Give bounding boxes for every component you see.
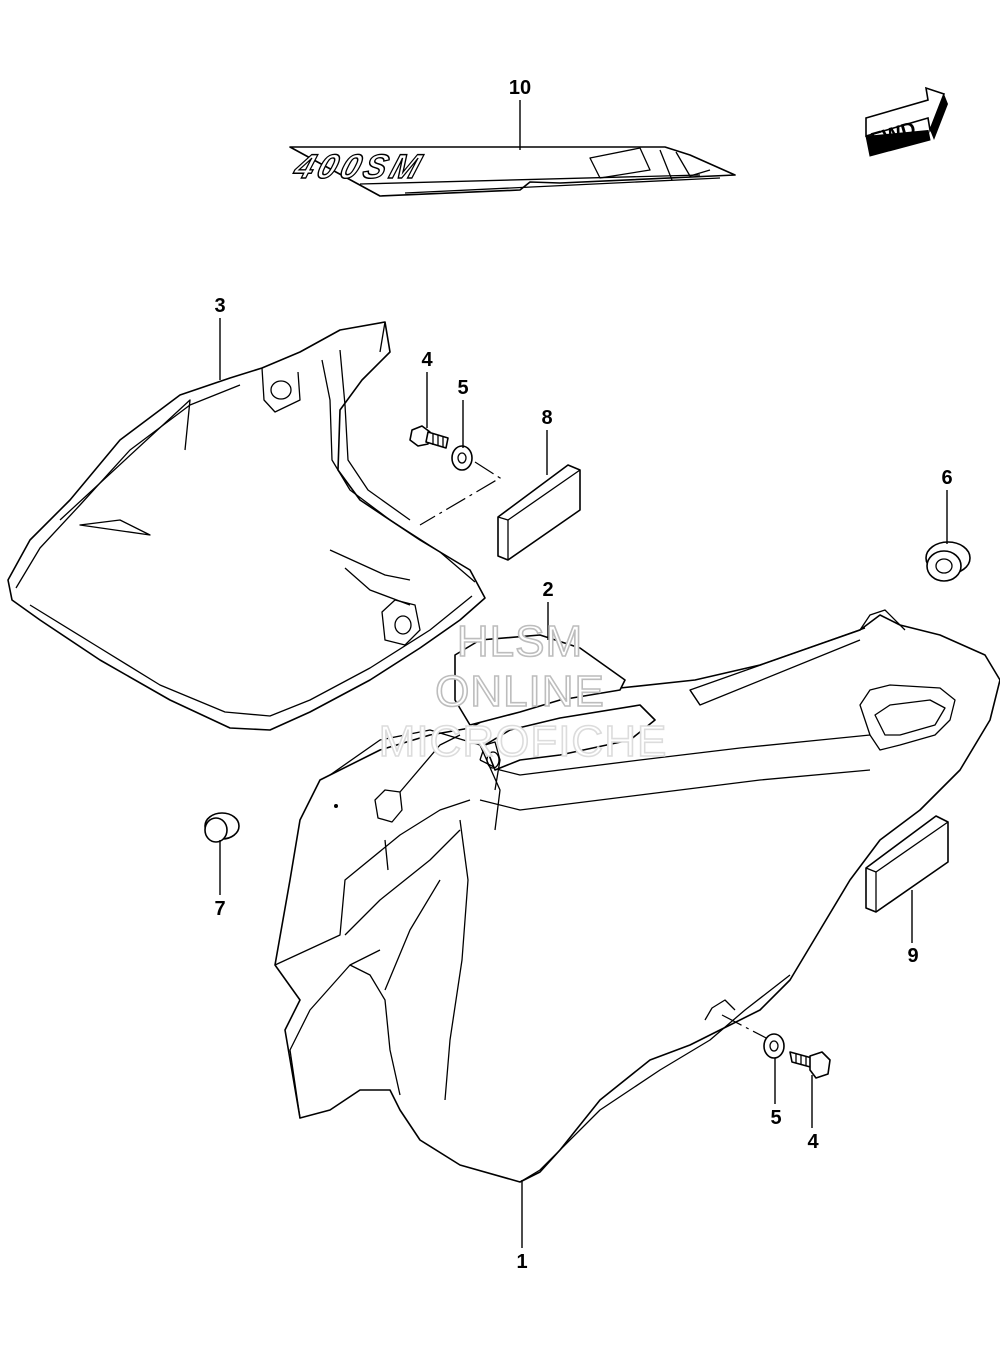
washer-part-5-lower	[763, 1033, 785, 1059]
fwd-arrow-icon: FWD	[865, 86, 948, 157]
callout-5-lower: 5	[770, 1107, 781, 1129]
washer-part-5-upper	[451, 445, 473, 471]
install-line-upper	[419, 461, 502, 526]
bolt-part-4-lower	[789, 1051, 831, 1079]
grommet-part-7	[204, 812, 240, 843]
callout-9: 9	[907, 945, 918, 967]
callout-1: 1	[516, 1251, 527, 1273]
callout-3: 3	[214, 295, 225, 317]
watermark-line-2: ONLINE	[435, 667, 605, 716]
callout-2: 2	[542, 579, 553, 601]
callout-6: 6	[941, 467, 952, 489]
pad-part-9	[865, 815, 949, 913]
watermark-line-1: HLSM	[457, 617, 583, 666]
callout-8: 8	[541, 407, 552, 429]
pad-part-8	[497, 464, 581, 561]
callout-7: 7	[214, 898, 225, 920]
bolt-part-4-upper	[409, 425, 449, 449]
watermark: HLSM ONLINE MICROFICHE	[378, 616, 668, 767]
leader-lines	[219, 100, 948, 1248]
decal-part-10: 400SM	[288, 146, 736, 197]
callout-4-lower: 4	[807, 1131, 819, 1153]
callout-5-upper: 5	[457, 377, 468, 399]
side-cover-part-3	[7, 321, 486, 731]
side-cover-part-1	[274, 609, 1000, 1183]
callout-10: 10	[509, 77, 531, 99]
panel-part-2	[454, 634, 656, 791]
watermark-line-3: MICROFICHE	[379, 717, 668, 766]
grommet-part-6	[925, 541, 971, 582]
install-line-lower	[721, 1014, 771, 1041]
callout-4-upper: 4	[421, 349, 433, 371]
decal-text: 400SM	[289, 148, 430, 186]
callout-labels: 10 3 4 5 8 6 2 7 9 5 4 1	[214, 77, 952, 1273]
